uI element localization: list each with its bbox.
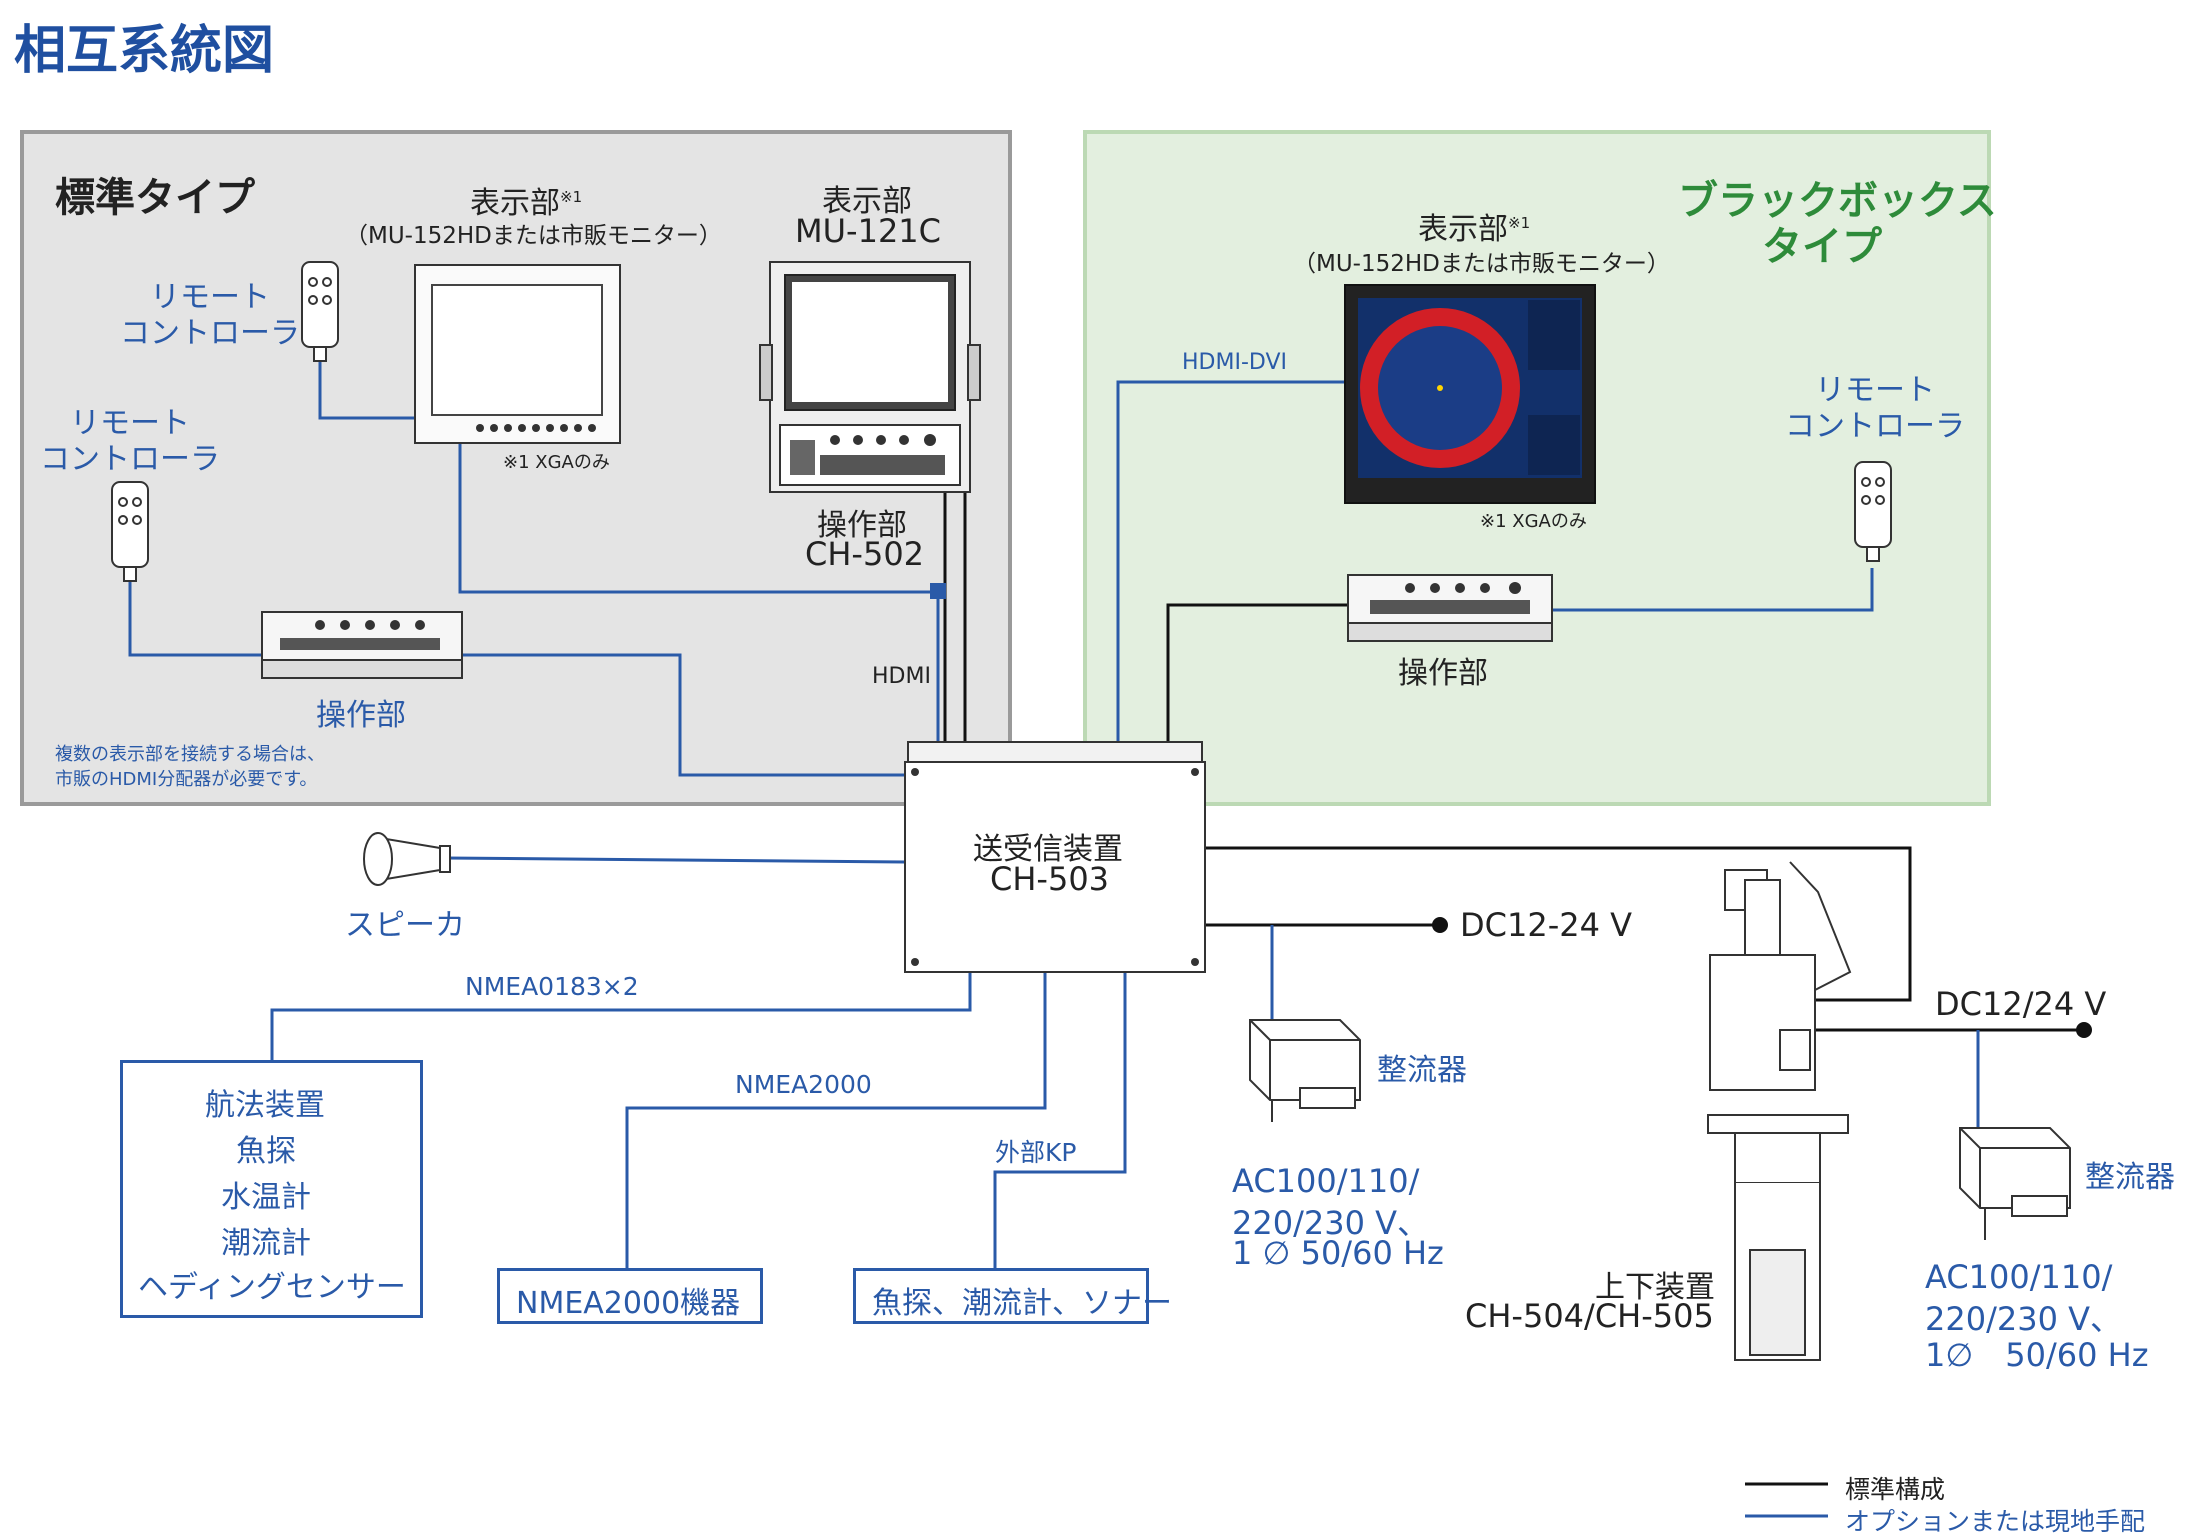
control-panel-bb xyxy=(1347,574,1553,642)
remote-controller-1 xyxy=(301,261,339,362)
ac2-line1: 220/230 V、 xyxy=(1925,1300,2123,1338)
ch502-model: CH-502 xyxy=(805,535,925,573)
wire-nmea2000 xyxy=(625,972,1047,1268)
hoist-unit xyxy=(1707,861,1852,1361)
std-note-line2: 市販のHDMI分配器が必要です。 xyxy=(55,769,318,790)
display-mu121c xyxy=(759,261,981,493)
sensor-3: 潮流計 xyxy=(221,1226,311,1261)
rectifier2-label: 整流器 xyxy=(2085,1160,2175,1195)
bb-display-label-text: 表示部 xyxy=(1418,212,1508,247)
bb-remote-line1: リモート xyxy=(1815,373,1935,408)
sensor-2: 水温計 xyxy=(221,1180,311,1215)
ac2-line0: AC100/110/ xyxy=(1925,1258,2113,1296)
hoist-line1: 上下装置 xyxy=(1595,1270,1715,1305)
sensor-4: ヘディングセンサー xyxy=(138,1270,406,1305)
bb-display-note-mark: ※1 xyxy=(1508,214,1531,232)
std-note-line1: 複数の表示部を接続する場合は、 xyxy=(55,744,325,765)
wire-kp xyxy=(993,972,1127,1268)
sensor-0: 航法装置 xyxy=(205,1088,325,1123)
std-remote2-line2: コントローラ xyxy=(40,442,220,477)
display-mu152hd-std xyxy=(414,264,621,444)
display-mu152hd-bb xyxy=(1344,284,1596,504)
nmea2000-device-label: NMEA2000機器 xyxy=(516,1286,741,1321)
standard-type-heading: 標準タイプ xyxy=(55,175,255,221)
nmea2000-device-box xyxy=(497,1268,763,1324)
remote-controller-bb xyxy=(1854,461,1892,562)
hoist-line2: CH-504/CH-505 xyxy=(1465,1297,1714,1335)
transceiver-line1: 送受信装置 xyxy=(973,832,1123,867)
rectifier-2 xyxy=(1959,1127,2071,1240)
bb-xga-note: ※1 XGAのみ xyxy=(1480,511,1587,532)
wire-remote1 xyxy=(318,358,415,420)
bb-display-model: （MU-152HDまたは市販モニター） xyxy=(1293,251,1670,277)
dc1-label: DC12-24 V xyxy=(1460,906,1633,944)
std-xga-note: ※1 XGAのみ xyxy=(503,452,610,473)
transceiver-line2: CH-503 xyxy=(990,860,1110,898)
std-display-model: （MU-152HDまたは市販モニター） xyxy=(345,223,722,249)
wire-panel-std xyxy=(462,653,905,777)
legend-option-label: オプションまたは現地手配 xyxy=(1845,1507,2146,1536)
transceiver-box xyxy=(904,741,1206,973)
std-remote1-line2: コントローラ xyxy=(120,316,300,351)
wire-speaker xyxy=(444,856,906,864)
control-panel-std xyxy=(261,611,463,679)
wire-remote2 xyxy=(128,580,262,657)
wire-hoist xyxy=(1202,846,1912,1002)
std-display-label-text: 表示部 xyxy=(470,186,560,221)
std-remote1-line1: リモート xyxy=(150,280,270,315)
bb-remote-line2: コントローラ xyxy=(1785,409,1965,444)
hdmi-junction xyxy=(930,583,946,599)
wire-display-std xyxy=(458,440,940,758)
std-display-label: 表示部※1 xyxy=(470,178,582,222)
kp-devices-label: 魚探、潮流計、ソナー xyxy=(872,1286,1172,1321)
kp-devices-box xyxy=(853,1268,1149,1324)
sensors-box xyxy=(120,1060,423,1318)
mu121c-model: MU-121C xyxy=(795,212,941,250)
ac2-line2: 1∅ 50/60 Hz xyxy=(1925,1336,2149,1374)
std-control-panel-label: 操作部 xyxy=(316,698,406,733)
bb-display-label: 表示部※1 xyxy=(1418,204,1530,248)
ac1-line1: 220/230 V、 xyxy=(1232,1204,1430,1242)
external-kp-label: 外部KP xyxy=(995,1138,1077,1167)
speaker xyxy=(363,832,451,886)
std-display-note-mark: ※1 xyxy=(560,188,583,206)
remote-controller-2 xyxy=(111,481,149,582)
ac1-line2: 1 ∅ 50/60 Hz xyxy=(1232,1234,1444,1272)
sensor-1: 魚探 xyxy=(236,1134,296,1169)
nmea0183-label: NMEA0183×2 xyxy=(465,972,639,1001)
hdmi-label: HDMI xyxy=(872,664,931,689)
nmea2000-label: NMEA2000 xyxy=(735,1070,872,1099)
wire-bb-panel xyxy=(1166,603,1348,742)
bb-heading-line2: タイプ xyxy=(1762,224,1882,270)
speaker-label: スピーカ xyxy=(345,908,465,943)
dc1-terminal xyxy=(1432,917,1448,933)
ch502-label: 操作部 xyxy=(817,508,907,543)
wire-hdmi-dvi xyxy=(1116,380,1345,742)
rectifier1-label: 整流器 xyxy=(1377,1053,1467,1088)
hdmi-dvi-label: HDMI-DVI xyxy=(1182,350,1287,375)
diagram-title: 相互系統図 xyxy=(14,21,275,81)
std-remote2-line1: リモート xyxy=(70,406,190,441)
ac1-line0: AC100/110/ xyxy=(1232,1162,1420,1200)
bb-heading-line1: ブラックボックス xyxy=(1678,178,1997,224)
dc2-terminal xyxy=(2076,1022,2092,1038)
legend-standard-label: 標準構成 xyxy=(1845,1475,1946,1504)
wire-nmea0183 xyxy=(270,972,972,1060)
bb-control-panel-label: 操作部 xyxy=(1398,656,1488,691)
dc2-label: DC12/24 V xyxy=(1935,985,2107,1023)
wire-bb-remote xyxy=(1552,568,1874,612)
mu121c-label: 表示部 xyxy=(822,184,912,219)
rectifier-1 xyxy=(1249,1019,1361,1122)
